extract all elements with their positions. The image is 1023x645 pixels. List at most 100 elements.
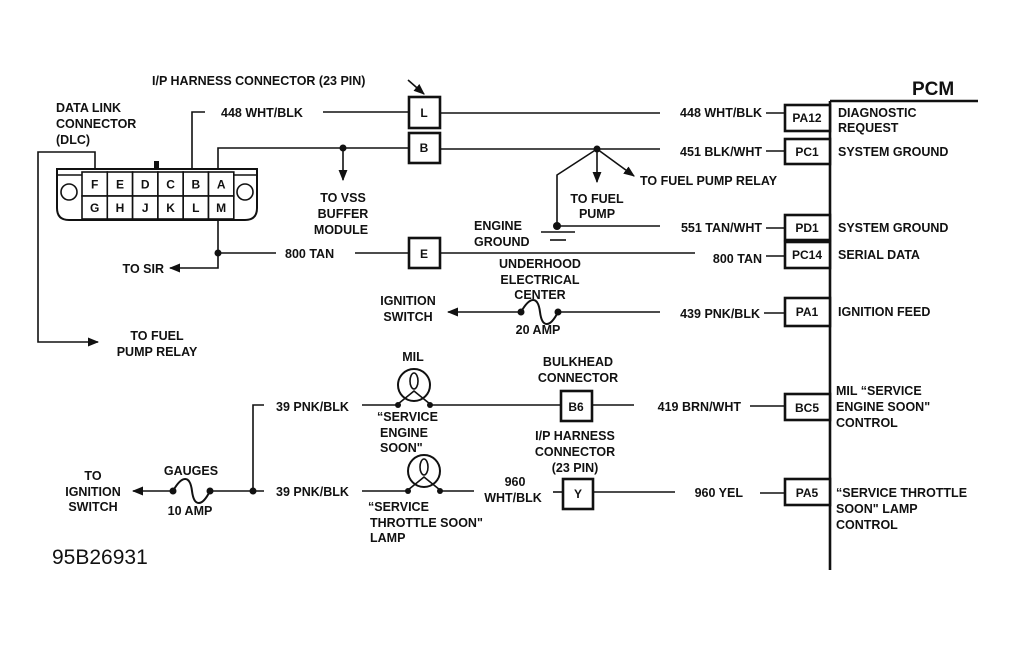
connector-box [561, 477, 595, 511]
ignition-switch-label: SWITCH [383, 310, 432, 324]
underhood-label: UNDERHOOD [499, 257, 581, 271]
underhood-label: ELECTRICAL [500, 273, 580, 287]
connector-pin: Y [574, 487, 582, 501]
pcm-terminal-pa5: PA5 “SERVICE THROTTLE SOON" LAMP CONTROL… [695, 477, 967, 532]
ignition-switch-label: IGNITION [380, 294, 436, 308]
lamp-lead [397, 389, 431, 405]
connector-pin: B6 [568, 400, 584, 414]
wire-label-800: 800 TAN [285, 247, 334, 261]
pcm-title: PCM [912, 79, 954, 100]
connector-pin: E [420, 247, 428, 261]
terminal-function: CONTROL [836, 518, 898, 532]
wire-dlc-a [217, 147, 409, 169]
wire-label: 439 PNK/BLK [680, 307, 760, 321]
throttle-lamp-caption: LAMP [370, 531, 405, 545]
terminal-box [783, 296, 832, 328]
wire-to-sir [168, 253, 219, 273]
dlc-label-line: (DLC) [56, 133, 90, 147]
connector-box [407, 95, 442, 130]
dlc-mount-hole-right [236, 183, 254, 201]
terminal-box [783, 137, 832, 166]
lamp-filament [419, 458, 429, 476]
pcm-terminal-pa1: PA1 IGNITION FEED 439 PNK/BLK [680, 296, 930, 328]
dlc-body [56, 168, 258, 221]
connector-box [559, 389, 594, 423]
to-vss-label: BUFFER [318, 207, 369, 221]
mil-caption: “SERVICE [377, 410, 438, 424]
pcm-terminal-pa12: PA12 DIAGNOSTIC REQUEST 448 WHT/BLK [680, 103, 916, 135]
lamp-bulb [407, 454, 441, 488]
to-sir-label: TO SIR [123, 262, 164, 276]
wire-label: 960 YEL [695, 486, 744, 500]
ignition-switch-left-label: IGNITION [65, 485, 121, 499]
ip-harness-bottom-label: CONNECTOR [535, 445, 615, 459]
ip-harness-bottom-label: I/P HARNESS [535, 429, 615, 443]
terminal-pin: PA1 [796, 305, 819, 319]
bulkhead-label: CONNECTOR [538, 371, 618, 385]
figure-id: 95B26931 [52, 546, 148, 569]
wire-ground-branch [556, 148, 598, 226]
dlc-pin-cell [207, 195, 235, 220]
wire-39-branch [252, 404, 264, 491]
terminal-function: SERIAL DATA [838, 248, 920, 262]
ip-harness-pointer [407, 79, 425, 95]
terminal-pin: PA12 [792, 111, 821, 125]
terminal-function: REQUEST [838, 121, 899, 135]
terminal-pin: PC14 [792, 248, 822, 262]
wire-dlc-b [191, 111, 205, 169]
dlc-label-line: CONNECTOR [56, 117, 136, 131]
to-fuel-pump-relay-label: PUMP RELAY [117, 345, 198, 359]
throttle-lamp-caption: “SERVICE [368, 500, 429, 514]
terminal-function: “SERVICE THROTTLE [836, 486, 967, 500]
ip-harness-top-label: I/P HARNESS CONNECTOR (23 PIN) [152, 74, 365, 88]
dlc-pin-h: H [116, 201, 125, 215]
terminal-pin: PD1 [795, 221, 819, 235]
dlc-pin-l: L [192, 201, 199, 215]
dlc-pin-b: B [192, 178, 201, 192]
dlc-pin-f: F [91, 178, 98, 192]
engine-ground-label: ENGINE [474, 219, 522, 233]
wire-to-fuel-pump-relay [596, 148, 635, 177]
terminal-function: SYSTEM GROUND [838, 145, 948, 159]
fuse-20a-rating: 20 AMP [516, 323, 561, 337]
to-fuel-pump-label: PUMP [579, 207, 615, 221]
splice-39 [249, 487, 257, 495]
wire-label: 451 BLK/WHT [680, 145, 762, 159]
ip-harness-bottom-label: (23 PIN) [552, 461, 599, 475]
terminal-function: DIAGNOSTIC [838, 106, 916, 120]
pcm-terminal-bc5: BC5 MIL “SERVICE ENGINE SOON" CONTROL 41… [658, 384, 931, 430]
terminal-box [783, 477, 832, 507]
mil-lamp-icon [395, 368, 433, 408]
throttle-lamp-caption: THROTTLE SOON" [370, 516, 483, 530]
gauges-label: GAUGES [164, 464, 218, 478]
ip-pin-y: Y [561, 477, 595, 511]
bulkhead-pin-b6: B6 [559, 389, 594, 423]
terminal-function: MIL “SERVICE [836, 384, 922, 398]
lamp-filament [409, 372, 419, 390]
wire-label-960: WHT/BLK [484, 491, 542, 505]
mil-caption: SOON" [380, 441, 423, 455]
dlc-mount-hole-left [60, 183, 78, 201]
dlc-pin-m: M [216, 201, 226, 215]
connector-box [407, 131, 442, 165]
wire-label-39b: 39 PNK/BLK [276, 485, 349, 499]
gauges-fuse-rating: 10 AMP [168, 504, 213, 518]
fuse-10a-icon [169, 478, 214, 504]
wire-label-960: 960 [505, 475, 526, 489]
dlc-pin-c: C [166, 178, 175, 192]
fuse-link [172, 478, 211, 504]
pcm-terminal-pc14: PC14 SERIAL DATA 800 TAN [713, 240, 920, 270]
ground-symbol [541, 231, 575, 241]
terminal-function: CONTROL [836, 416, 898, 430]
ignition-switch-left-label: TO [84, 469, 101, 483]
to-fuel-pump-relay-label: TO FUEL [130, 329, 184, 343]
wire-label: 551 TAN/WHT [681, 221, 762, 235]
dlc-label-line: DATA LINK [56, 101, 121, 115]
dlc-pin-g: G [90, 201, 99, 215]
wire-label: 419 BRN/WHT [658, 400, 742, 414]
dlc-pin-d: D [141, 178, 150, 192]
ip-pin-l: L [407, 95, 442, 130]
